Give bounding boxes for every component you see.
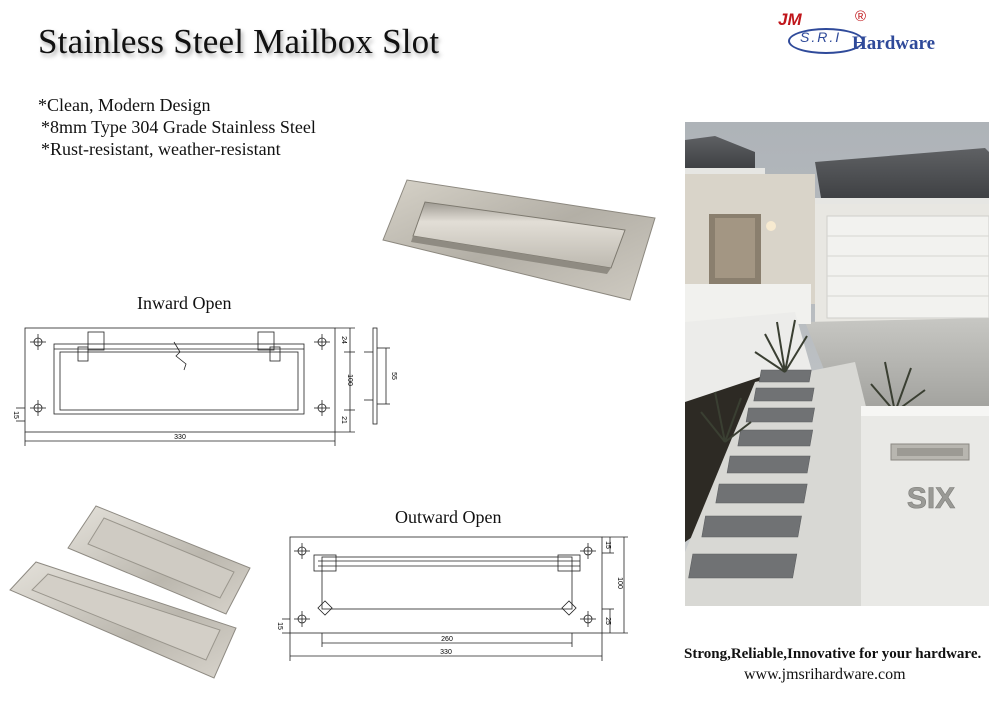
- website-link[interactable]: www.jmsrihardware.com: [744, 666, 906, 683]
- house-number: SIX: [907, 482, 955, 515]
- dim-bottom: 25: [604, 617, 611, 625]
- screw-icon: [580, 543, 596, 559]
- logo-ellipse: [788, 28, 864, 54]
- feature-item: *8mm Type 304 Grade Stainless Steel: [41, 117, 316, 137]
- registered-mark: ®: [855, 8, 867, 25]
- dim-offset: 15: [276, 622, 283, 630]
- screw-icon: [30, 334, 46, 350]
- dim-height: 100: [616, 577, 623, 589]
- dim-height: 100: [346, 374, 353, 386]
- logo-sri: S.R.I: [800, 29, 842, 45]
- outward-drawing: 260 330 100 15 25 15: [276, 536, 628, 661]
- screw-icon: [314, 400, 330, 416]
- screw-icon: [30, 400, 46, 416]
- dim-offset: 15: [12, 411, 19, 419]
- brand-logo: JM ® S.R.I Hardware: [770, 8, 960, 60]
- screw-icon: [294, 611, 310, 627]
- screw-icon: [294, 543, 310, 559]
- plate-outline: [24, 327, 336, 433]
- dim-inner: 260: [441, 636, 453, 643]
- inward-caption: Inward Open: [137, 293, 232, 313]
- feature-item: *Rust-resistant, weather-resistant: [41, 139, 281, 159]
- dim-width: 330: [174, 434, 186, 441]
- logo-hardware: Hardware: [852, 33, 936, 54]
- product-photo-top: [382, 179, 656, 301]
- page-title: Stainless Steel Mailbox Slot: [38, 22, 440, 61]
- dim-width: 330: [440, 649, 452, 656]
- product-photo-pair: [9, 505, 251, 679]
- tagline: Strong,Reliable,Innovative for your hard…: [684, 646, 982, 662]
- screw-icon: [580, 611, 596, 627]
- screw-icon: [314, 334, 330, 350]
- dim-side: 55: [390, 372, 397, 380]
- plate-outline: [289, 536, 603, 634]
- dim-top: 15: [604, 541, 611, 549]
- feature-list: *Clean, Modern Design *8mm Type 304 Grad…: [38, 94, 316, 160]
- feature-item: *Clean, Modern Design: [38, 95, 211, 115]
- outward-caption: Outward Open: [395, 507, 502, 527]
- inward-drawing: 330 100 24 21 15 55: [12, 327, 397, 446]
- logo-jm: JM: [778, 10, 802, 29]
- dim-top: 24: [340, 336, 347, 344]
- house-photo: SIX: [685, 122, 989, 606]
- dim-bottom: 21: [340, 416, 347, 424]
